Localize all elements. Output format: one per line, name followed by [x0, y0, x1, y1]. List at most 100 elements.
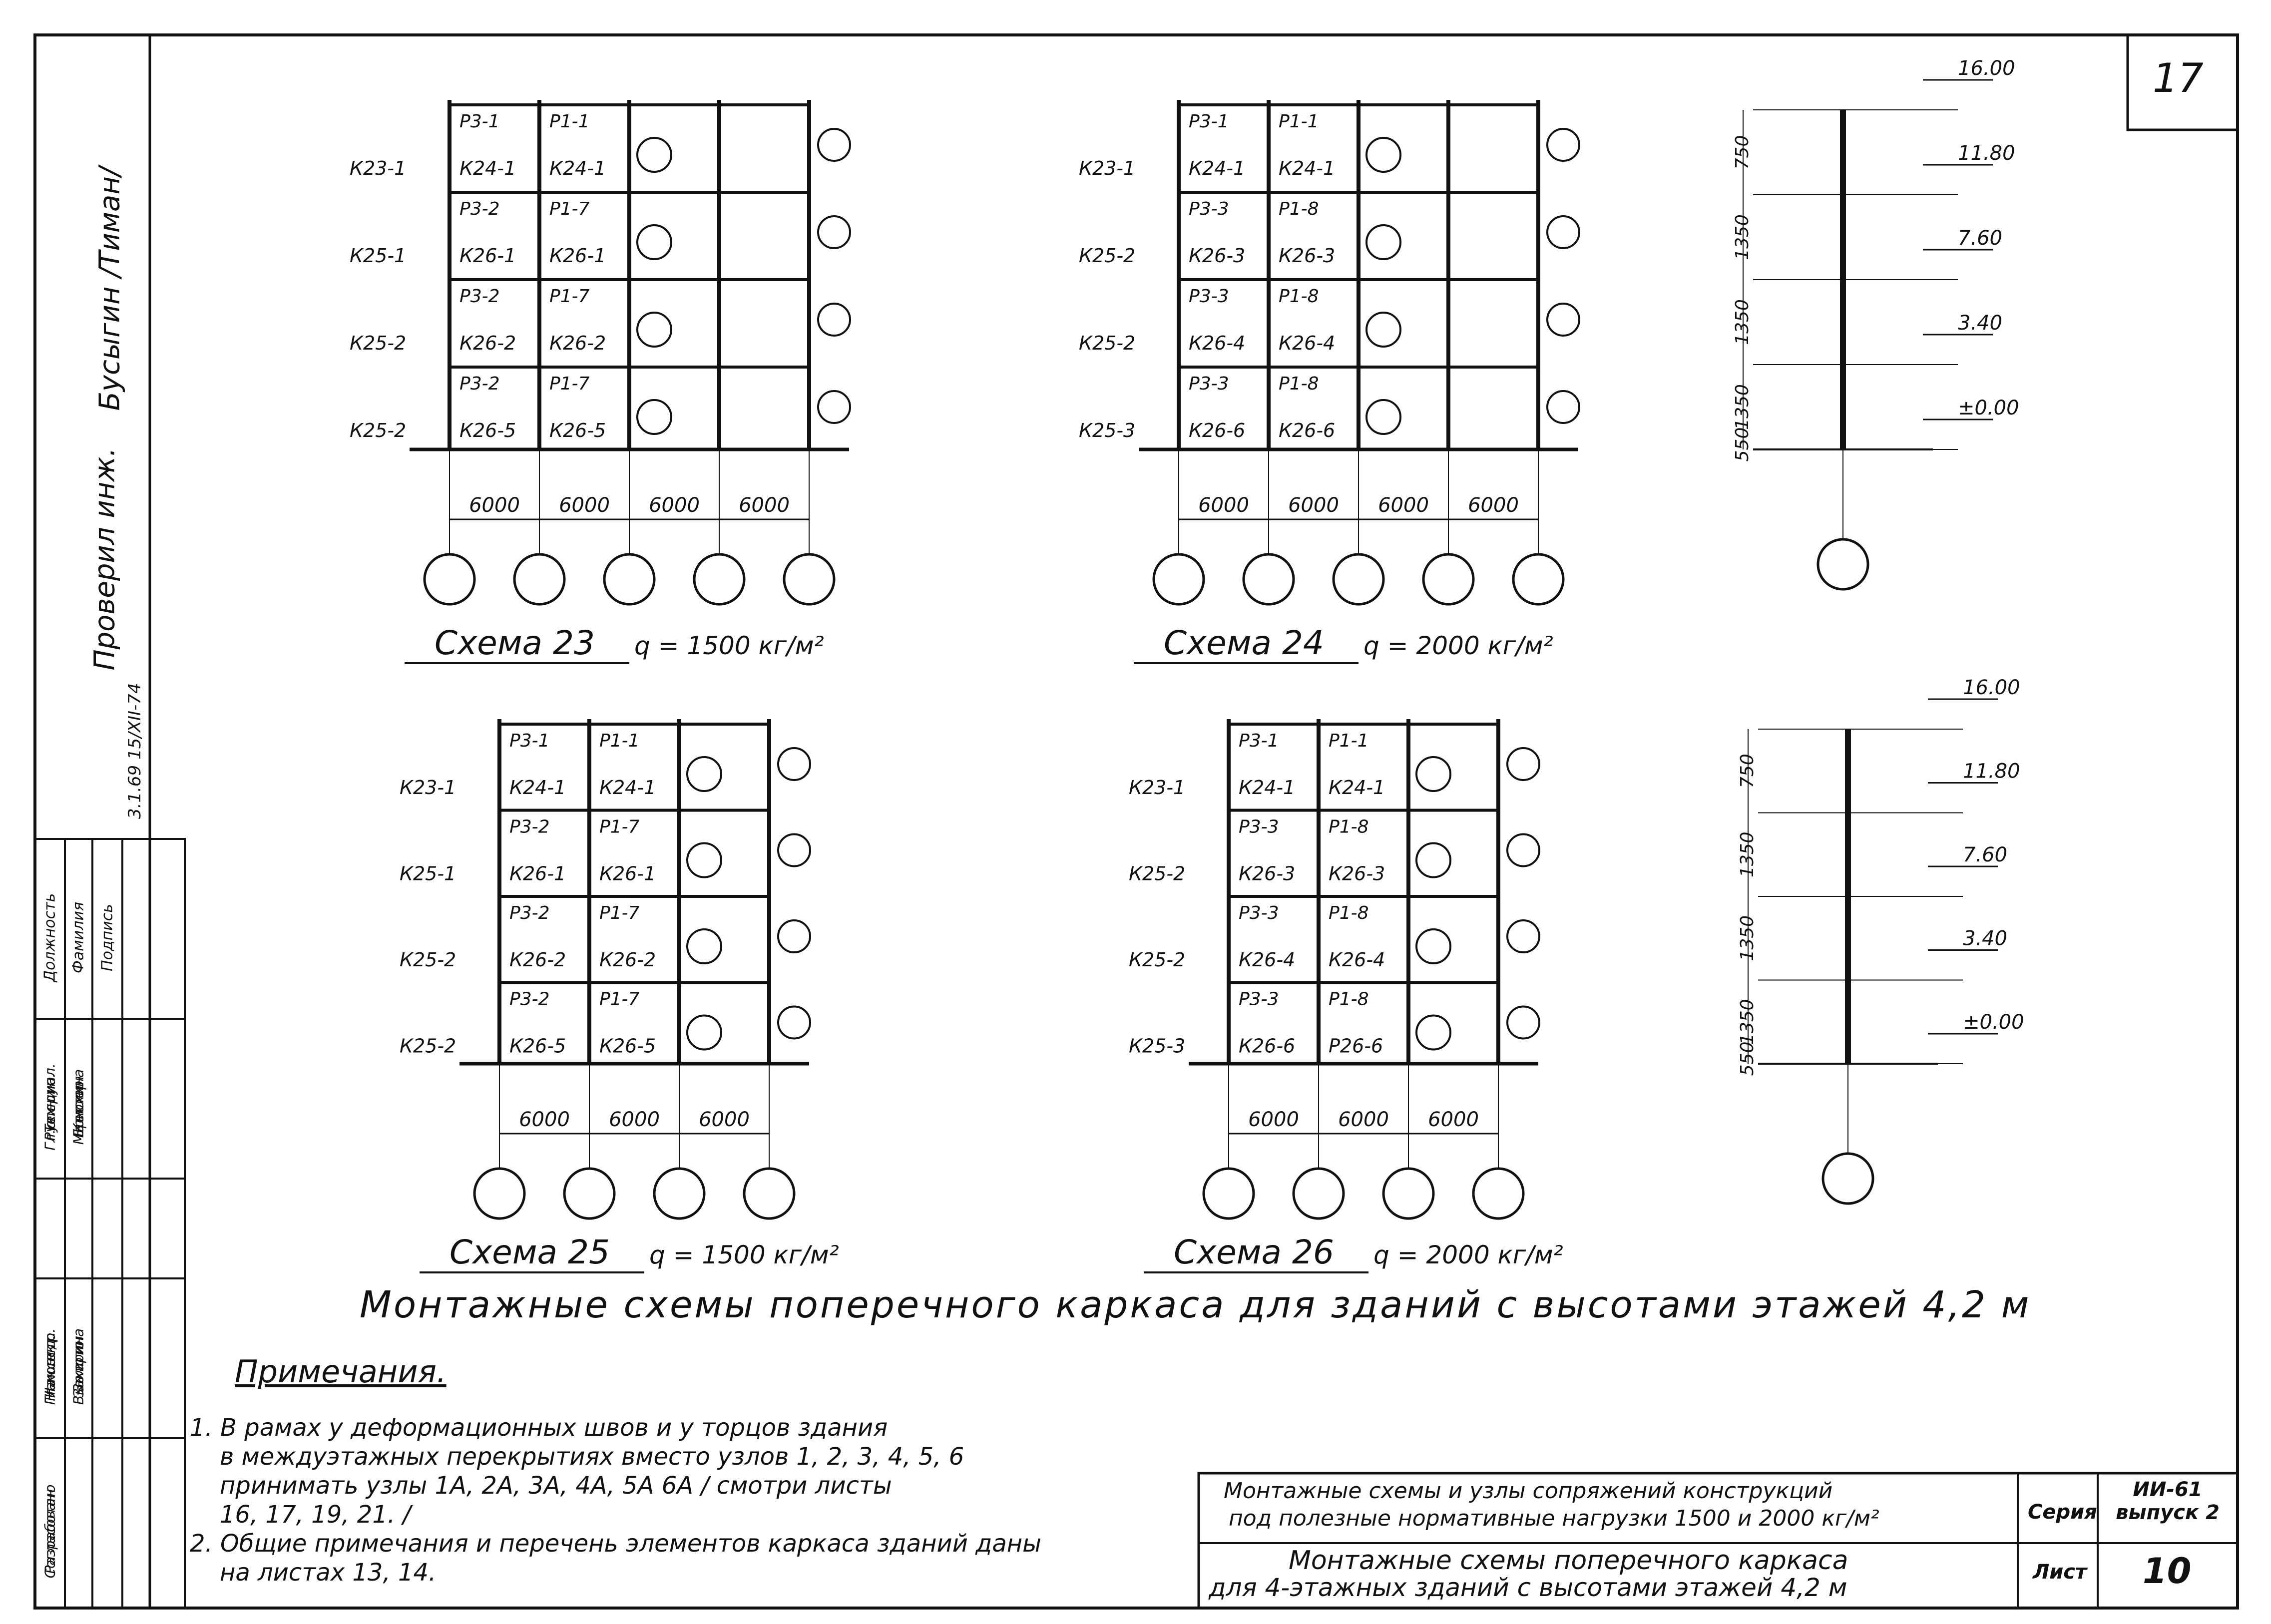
level-mark: ±0.00 [1963, 1011, 2024, 1034]
column-label: К26-1 [509, 863, 566, 885]
beam-label-1: Р1-1 [1329, 731, 1369, 751]
column-label: К26-5 [459, 419, 516, 441]
column-label: К26-3 [1189, 245, 1245, 267]
axis-bubble [693, 553, 746, 606]
beam-label-4: Р1-8 [1279, 374, 1319, 394]
segment-dimension: 550 [1732, 427, 1753, 462]
node-circle [777, 833, 811, 867]
axis-bubble [1242, 553, 1295, 606]
axis-bubble [513, 553, 566, 606]
note-line: на листах 13, 14. [220, 1559, 437, 1587]
column-label: К26-2 [549, 332, 606, 354]
span-dimension: 6000 [1468, 494, 1519, 517]
elevation-2: 16.0011.807.603.40±0.0075013501350135055… [1737, 676, 2024, 1205]
beam-label-1: Р3-1 [1189, 111, 1229, 132]
main-title: Монтажные схемы поперечного каркаса для … [360, 1283, 2031, 1326]
level-mark: 7.60 [1958, 227, 2002, 250]
node-circle [1365, 137, 1401, 173]
node-circle [636, 312, 672, 348]
node-circle [1506, 747, 1540, 781]
node-circle [1365, 224, 1401, 260]
segment-dimension: 1350 [1732, 384, 1753, 430]
column-label: К26-1 [549, 245, 606, 267]
edge-column-label: К25-3 [1129, 1035, 1185, 1057]
title-block [1197, 1472, 2239, 1610]
column-label: К24-1 [549, 157, 606, 179]
column-label: К26-6 [1279, 419, 1335, 441]
span-dimension: 6000 [1428, 1108, 1479, 1131]
node-circle [1506, 1005, 1540, 1040]
level-mark: 11.80 [1963, 760, 2020, 783]
axis-bubble [1512, 553, 1565, 606]
column-label: К26-2 [599, 949, 656, 971]
edge-column-label: К25-2 [350, 332, 406, 354]
node-circle [777, 1005, 811, 1040]
stamp-header: Должность [41, 893, 59, 982]
span-dimension: 6000 [649, 494, 700, 517]
notes-heading: Примечания. [235, 1353, 447, 1390]
note-line: в междуэтажных перекрытиях вместо узлов … [220, 1443, 964, 1471]
stamp-name: Матюхина [70, 1069, 87, 1145]
beam-label-3: Р1-7 [549, 286, 590, 307]
column-label: К26-5 [549, 419, 606, 441]
edge-column-label: К25-2 [1079, 332, 1135, 354]
column-label: К24-1 [1189, 157, 1245, 179]
edge-column-label: К23-1 [400, 777, 456, 799]
edge-column-label: К25-1 [400, 863, 456, 885]
edge-column-label: К25-2 [400, 949, 456, 971]
node-circle [1365, 312, 1401, 348]
edge-column-label: К23-1 [1079, 157, 1135, 179]
title-block-line4: для 4-этажных зданий с высотами этажей 4… [1209, 1573, 1847, 1602]
beam-label-2: Р3-3 [1189, 199, 1229, 219]
column-label: К26-5 [509, 1035, 566, 1057]
edge-column-label: К23-1 [1129, 777, 1185, 799]
column-label: К24-1 [459, 157, 516, 179]
beam-label-2: Р3-2 [509, 817, 550, 837]
beam-label-3: Р3-3 [1189, 286, 1229, 307]
beam-label-4: Р3-2 [459, 374, 500, 394]
column-label: К26-3 [1239, 863, 1295, 885]
node-circle [1365, 399, 1401, 435]
beam-label-4: Р1-7 [549, 374, 590, 394]
beam-label-4: Р1-8 [1329, 989, 1369, 1010]
node-circle [817, 215, 851, 249]
node-circle [1546, 390, 1580, 424]
node-circle [817, 128, 851, 162]
span-dimension: 6000 [519, 1108, 570, 1131]
note-line: 2. Общие примечания и перечень элементов… [190, 1530, 1042, 1558]
node-circle [686, 842, 722, 878]
beam-label-1: Р1-1 [1279, 111, 1319, 132]
notes-list: 1. В рамах у деформационных швов и у тор… [190, 1413, 1041, 1587]
stamp-header: Фамилия [69, 901, 87, 974]
beam-label-2: Р3-3 [1239, 817, 1279, 837]
span-dimension: 6000 [1288, 494, 1339, 517]
column-label: К26-3 [1329, 863, 1385, 885]
column-label: К24-1 [599, 777, 656, 799]
node-circle [817, 390, 851, 424]
span-dimension: 6000 [1248, 1108, 1299, 1131]
span-dimension: 6000 [559, 494, 610, 517]
beam-label-3: Р3-2 [509, 903, 550, 923]
level-mark: 11.80 [1958, 142, 2015, 165]
axis-bubble [1202, 1167, 1255, 1220]
stamp-header: Подпись [98, 904, 116, 971]
axis-bubble [603, 553, 656, 606]
span-dimension: 6000 [1198, 494, 1249, 517]
column-label: К26-4 [1279, 332, 1335, 354]
segment-dimension: 750 [1732, 135, 1753, 170]
elevation-layer: 16.0011.807.603.40±0.0075013501350135055… [1732, 57, 2024, 1205]
series-value: ИИ-61 выпуск 2 [2116, 1478, 2220, 1524]
axis-bubble [473, 1167, 526, 1220]
checked-signature: Бусыгин /Тиман/ [93, 167, 126, 411]
stamp-date: 3.1.69 15/XII-74 [125, 683, 145, 819]
axis-bubble [563, 1167, 616, 1220]
column-label: К24-1 [1329, 777, 1385, 799]
column-label: Р26-6 [1329, 1035, 1383, 1057]
beam-label-2: Р1-7 [549, 199, 590, 219]
column-label: К26-6 [1239, 1035, 1295, 1057]
beam-label-1: Р1-1 [599, 731, 640, 751]
